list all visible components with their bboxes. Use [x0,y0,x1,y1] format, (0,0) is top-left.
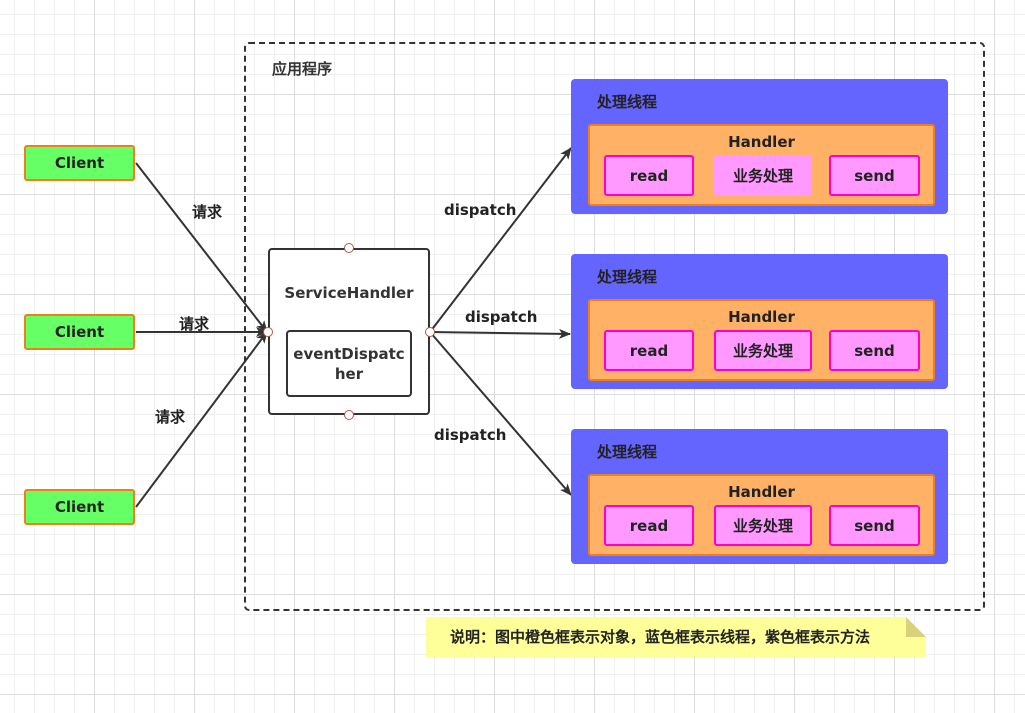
dispatch-edge-1 [429,147,572,333]
event-dispatcher-label: eventDispatcher [293,344,405,383]
request-label-3: 请求 [155,408,186,426]
legend-note: 说明：图中橙色框表示对象，蓝色框表示线程，紫色框表示方法 [426,617,926,657]
dispatch-label-2: dispatch [465,308,538,326]
handler-object: Handler read 业务处理 send [588,299,935,381]
method-business: 业务处理 [714,330,812,371]
worker-thread-2: 处理线程 Handler read 业务处理 send [571,254,948,389]
client-node-3: Client [24,489,135,525]
client-label: Client [54,154,105,172]
handler-title: Handler [728,308,795,326]
dispatch-label-1: dispatch [444,201,517,219]
method-send: send [829,330,920,371]
port-bottom [344,410,354,420]
dispatch-label-3: dispatch [434,426,507,444]
thread-title: 处理线程 [597,93,658,111]
handler-object: Handler read 业务处理 send [588,124,935,206]
port-top [344,243,354,253]
dispatch-edge-3 [429,331,572,496]
client-node-2: Client [24,314,135,350]
request-edge-1 [135,162,268,333]
client-node-1: Client [24,145,135,181]
handler-object: Handler read 业务处理 send [588,474,935,556]
dispatch-edge-2 [429,328,571,339]
client-label: Client [54,498,105,516]
method-read: read [604,505,694,546]
worker-thread-3: 处理线程 Handler read 业务处理 send [571,429,948,564]
port-left [263,327,273,337]
method-read: read [604,330,694,371]
handler-title: Handler [728,483,795,501]
application-boundary [244,42,985,611]
thread-title: 处理线程 [597,443,658,461]
port-right [425,327,435,337]
thread-title: 处理线程 [597,268,658,286]
method-business: 业务处理 [714,505,812,546]
request-label-1: 请求 [192,203,223,221]
method-send: send [829,505,920,546]
method-business: 业务处理 [714,155,812,196]
request-edge-3 [135,331,268,508]
event-dispatcher-node: eventDispatcher [286,330,412,397]
request-label-2: 请求 [179,315,210,333]
worker-thread-1: 处理线程 Handler read 业务处理 send [571,79,948,214]
method-read: read [604,155,694,196]
service-handler-title: ServiceHandler [284,284,414,302]
handler-title: Handler [728,133,795,151]
client-label: Client [54,323,105,341]
method-send: send [829,155,920,196]
application-title: 应用程序 [272,60,333,78]
